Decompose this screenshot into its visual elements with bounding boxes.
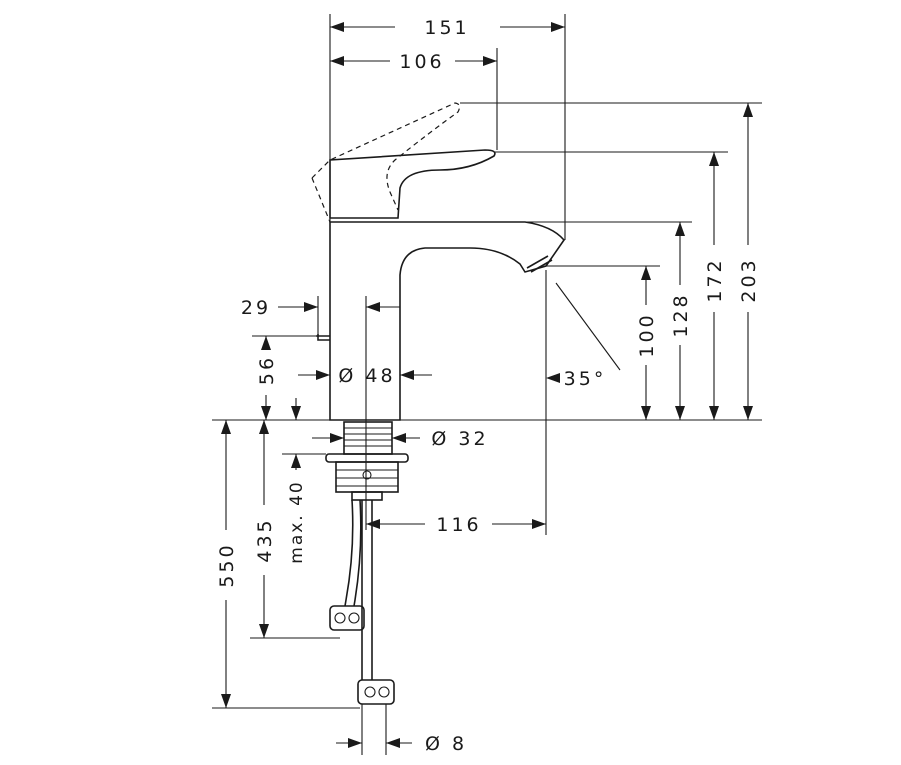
dim-shank-diameter: Ø 32 — [431, 428, 488, 450]
dim-height-128: 128 — [670, 292, 692, 337]
dim-rod-height: 56 — [256, 355, 278, 385]
supply-hoses — [329, 499, 395, 705]
dim-hose-435: 435 — [254, 517, 276, 562]
dimension-labels: 151 106 203 172 128 100 29 56 Ø 48 Ø 32 … — [216, 17, 760, 755]
extension-lines — [212, 14, 762, 755]
dimension-lines — [221, 22, 753, 748]
dim-max-40: max. 40 — [287, 480, 307, 563]
dim-projection: 116 — [436, 514, 481, 536]
dim-height-203: 203 — [738, 257, 760, 302]
dim-spout-lever: 106 — [399, 51, 444, 73]
dim-height-172: 172 — [704, 257, 726, 302]
dim-spray-angle: 35° — [564, 368, 607, 390]
dim-rod-offset: 29 — [241, 297, 271, 319]
dim-height-100: 100 — [636, 312, 658, 357]
dim-overall-width: 151 — [424, 17, 469, 39]
faucet-body-outline — [311, 102, 566, 421]
shank-assembly — [325, 421, 409, 501]
dim-hose-550: 550 — [216, 542, 238, 587]
dim-connection-diameter: Ø 8 — [425, 733, 467, 755]
dim-body-diameter: Ø 48 — [338, 365, 395, 387]
